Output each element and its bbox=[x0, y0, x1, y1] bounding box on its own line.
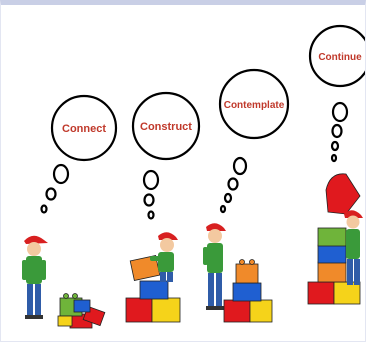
stage-connect: Connect bbox=[22, 94, 118, 329]
brick-pile-connect bbox=[57, 293, 106, 329]
boy-figure-continue bbox=[344, 210, 363, 285]
boy-figure-construct bbox=[150, 232, 178, 282]
stage-contemplate: Contemplate bbox=[203, 68, 290, 323]
stage-label-connect: Connect bbox=[62, 123, 106, 135]
brick-tower-construct bbox=[125, 255, 181, 323]
thought-bubble-contemplate bbox=[218, 68, 290, 214]
stage-continue: Continue bbox=[307, 24, 366, 305]
boy-figure-connect bbox=[22, 235, 48, 319]
boy-figure-contemplate bbox=[203, 223, 226, 310]
stage-label-continue: Continue bbox=[318, 52, 362, 63]
stage-construct: Construct bbox=[125, 91, 201, 323]
thought-bubble-continue bbox=[308, 24, 366, 163]
thought-bubble-construct bbox=[131, 91, 201, 220]
brick-tower-continue bbox=[307, 173, 361, 305]
brick-tower-contemplate bbox=[223, 259, 273, 323]
thought-bubble-connect bbox=[40, 94, 118, 214]
stage-label-construct: Construct bbox=[140, 121, 192, 133]
stage-label-contemplate: Contemplate bbox=[224, 100, 285, 111]
